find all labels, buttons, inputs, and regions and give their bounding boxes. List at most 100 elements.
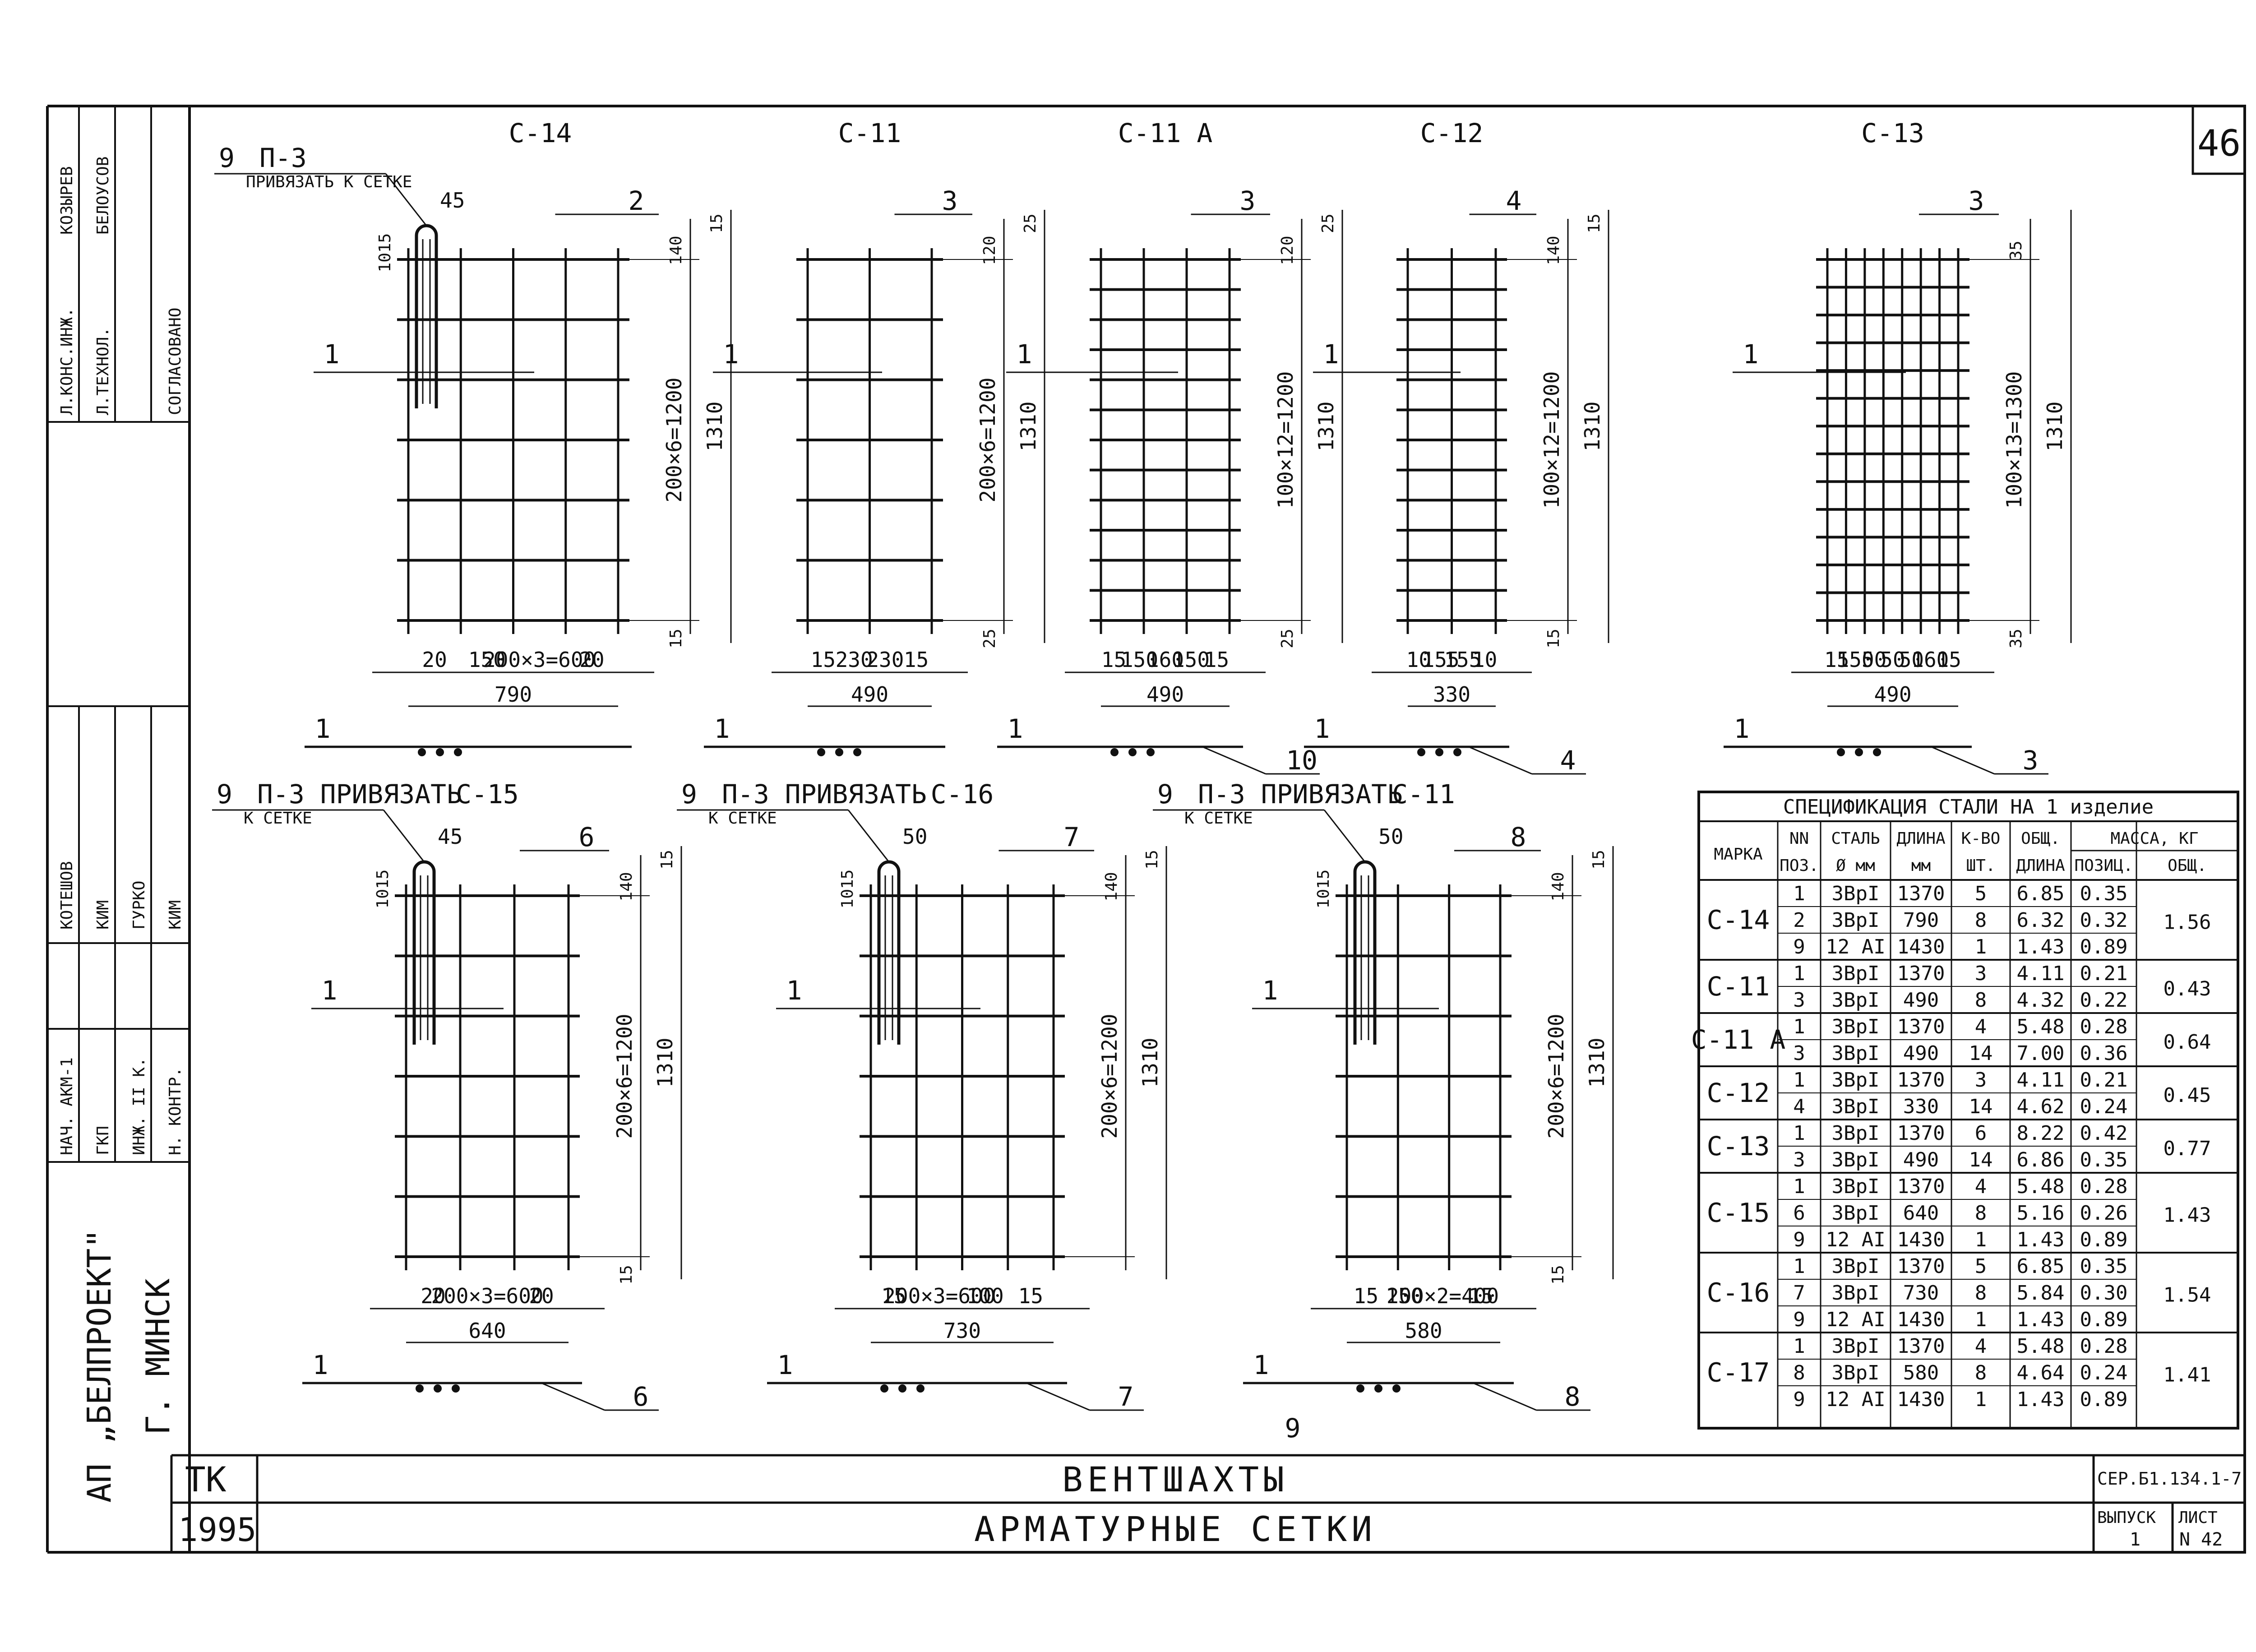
spec-cell: 0.89	[2080, 1388, 2128, 1411]
spec-cell: 490	[1903, 989, 1939, 1012]
position-label-longitudinal: 1	[1743, 339, 1759, 370]
dim-bottom-segment: 150	[1386, 1284, 1423, 1308]
section-label-longitudinal: 1	[315, 713, 331, 744]
lifting-loop-inner	[422, 239, 431, 404]
section-label-cross: 3	[2023, 745, 2039, 776]
spec-cell: 4.62	[2017, 1095, 2065, 1118]
dim-vertical-span: 200×6=1200	[975, 378, 1000, 503]
spec-cell: 1	[1975, 1308, 1987, 1331]
spec-mark: С-11 А	[1691, 1024, 1786, 1055]
section-leader	[541, 1382, 605, 1411]
spec-cell: 7.00	[2017, 1042, 2065, 1065]
section-label-cross: 7	[1118, 1381, 1134, 1412]
drawing-title: ВЕНТШАХТЫ	[1062, 1459, 1289, 1499]
spec-cell: 8	[1975, 1282, 1987, 1305]
spec-cell: 5.84	[2017, 1282, 2065, 1305]
dim-total-height: 1310	[1016, 402, 1040, 452]
callout-leader	[385, 173, 427, 226]
spec-mark: С-12	[1707, 1078, 1770, 1108]
spec-cell: 12 AI	[1826, 1388, 1885, 1411]
dim-total-height: 1310	[1138, 1038, 1162, 1088]
org-city: Г. МИНСК	[139, 1278, 177, 1435]
spec-mass-total: 1.43	[2164, 1204, 2211, 1227]
spec-cell: 1370	[1897, 1015, 1945, 1038]
mesh-mark: С-13	[1861, 118, 1924, 148]
dim-bottom-segment: 200×3=600	[431, 1284, 543, 1308]
position-label-cross: 4	[1506, 185, 1522, 216]
spec-header-mass: МАССА, КГ	[2110, 829, 2198, 848]
dim-bottom-segment: 160	[1146, 648, 1184, 672]
dim-bottom-segment: 155	[1444, 648, 1481, 672]
section-bar-dot	[434, 1384, 442, 1393]
spec-cell: 3ВрI	[1832, 1122, 1880, 1145]
stamp-role-2: ГКП	[94, 1126, 112, 1155]
dim-loop-width: 45	[440, 188, 465, 213]
spec-table: СПЕЦИФИКАЦИЯ СТАЛИ НА 1 изделиеМАРКАNNПО…	[1691, 791, 2239, 1430]
spec-mark: С-17	[1707, 1357, 1770, 1388]
dim-top: 140	[1544, 236, 1563, 265]
section-label-longitudinal: 1	[714, 713, 730, 744]
dim-bottom-segment: 200×3=600	[483, 648, 596, 672]
spec-cell: 1	[1793, 1069, 1805, 1092]
dim-top: 120	[980, 236, 999, 265]
spec-cell: 0.21	[2080, 1069, 2128, 1092]
section-bar-dot	[1356, 1384, 1364, 1393]
spec-cell: 3ВрI	[1832, 882, 1880, 905]
dim-loop-width: 50	[902, 824, 927, 849]
dim-total-height: 1310	[1314, 402, 1338, 452]
dim-bottom-segment: 15	[1204, 648, 1229, 672]
position-label-longitudinal: 1	[1262, 975, 1278, 1006]
spec-cell: 1.43	[2017, 1228, 2065, 1251]
spec-cell: 0.89	[2080, 1308, 2128, 1331]
spec-header: К-ВО	[1961, 829, 2001, 848]
position-label-longitudinal: 1	[723, 339, 739, 370]
dim-vertical-span: 200×6=1200	[1544, 1014, 1568, 1139]
dim-bottom: 15	[617, 1265, 636, 1284]
approval-name-2: БЕЛОУСОВ	[94, 157, 112, 235]
dim-bottom: 15	[667, 629, 685, 648]
spec-cell: 1	[1975, 1388, 1987, 1411]
stamp-name-2: КИМ	[94, 900, 112, 930]
section-label-cross: 6	[633, 1381, 649, 1412]
spec-mark: С-16	[1707, 1277, 1770, 1308]
list-label: ЛИСТ	[2178, 1509, 2218, 1527]
spec-cell: 3ВрI	[1832, 1202, 1880, 1225]
spec-cell: 14	[1969, 1095, 1993, 1118]
section-label-cross: 4	[1560, 745, 1576, 776]
spec-cell: 1370	[1897, 962, 1945, 985]
mesh-mark: С-15	[456, 779, 519, 810]
dim-total-height: 1310	[1585, 1038, 1609, 1088]
spec-mark: С-15	[1707, 1198, 1770, 1228]
spec-cell: 1	[1793, 1015, 1805, 1038]
spec-cell: 9	[1793, 1388, 1805, 1411]
spec-cell: 730	[1903, 1282, 1939, 1305]
loop-callout: П-3	[259, 143, 307, 173]
spec-cell: 0.26	[2080, 1202, 2128, 1225]
spec-cell: 790	[1903, 909, 1939, 932]
spec-header: МАРКА	[1714, 845, 1763, 864]
section-bar-dot	[817, 748, 825, 756]
section-label-cross: 8	[1565, 1381, 1581, 1412]
spec-mark: С-14	[1707, 905, 1770, 935]
spec-cell: 5	[1975, 1255, 1987, 1278]
mesh-mark: С-11	[838, 118, 901, 148]
spec-cell: 0.21	[2080, 962, 2128, 985]
dim-bottom: 25	[980, 629, 999, 648]
dim-vertical-span: 200×6=1200	[1097, 1014, 1122, 1139]
dim-vertical-span: 100×13=1300	[2002, 371, 2026, 509]
approval-role-1: Л.КОНС.ИНЖ.	[58, 308, 76, 415]
spec-cell: 5.48	[2017, 1015, 2065, 1038]
spec-cell: 1.43	[2017, 1388, 2065, 1411]
spec-cell: 4	[1975, 1015, 1987, 1038]
spec-mass-total: 1.41	[2164, 1364, 2211, 1387]
dim-bottom-segment: 50	[1880, 648, 1905, 672]
org-block: АП „БЕЛПРОЕКТ" Г. МИНСК	[80, 1229, 177, 1503]
dim-top: 140	[1549, 872, 1567, 901]
spec-cell: 0.42	[2080, 1122, 2128, 1145]
spec-cell: 3ВрI	[1832, 989, 1880, 1012]
spec-header: Ø мм	[1836, 856, 1875, 875]
dim-top-edge: 15	[1590, 850, 1608, 869]
spec-header: мм	[1911, 856, 1931, 875]
section-bar-dot	[1374, 1384, 1382, 1393]
